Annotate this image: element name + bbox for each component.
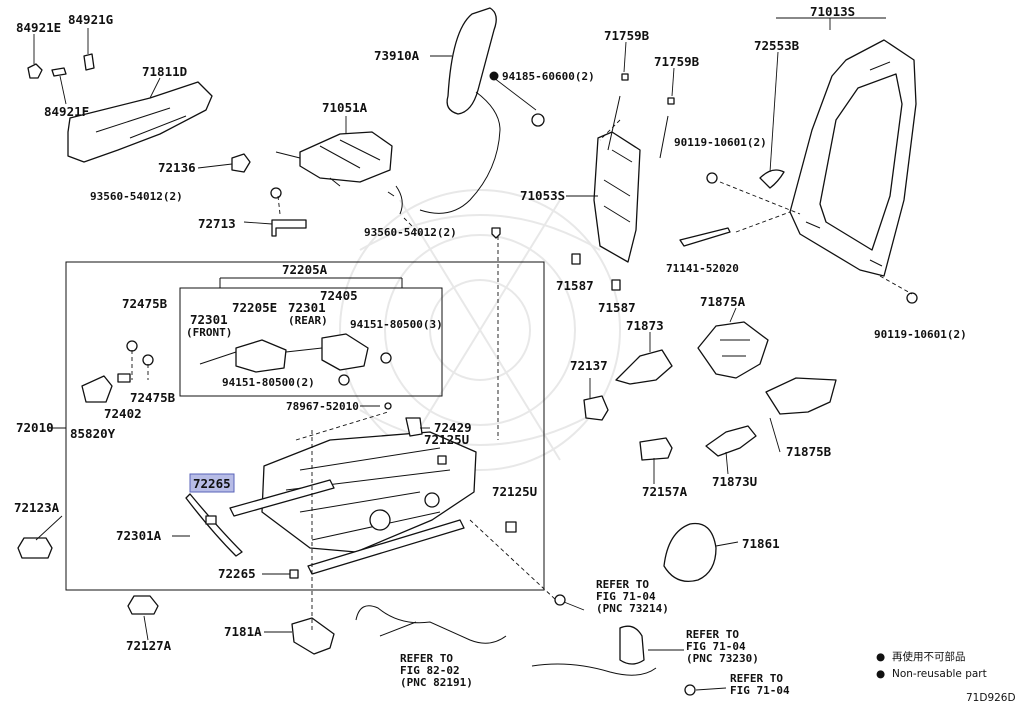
label-72301-front-note: (FRONT): [186, 326, 232, 339]
label-94185-60600[interactable]: 94185-60600(2): [502, 70, 595, 83]
label-73910A[interactable]: 73910A: [374, 48, 420, 63]
legend: ● 再使用不可部品 ● Non-reusable part 71D926D: [876, 650, 1016, 704]
label-84921G[interactable]: 84921G: [68, 12, 113, 27]
legend-text-en: Non-reusable part: [892, 668, 987, 680]
label-72157A[interactable]: 72157A: [642, 484, 688, 499]
watermark: [339, 189, 621, 471]
label-71587-right[interactable]: 71587: [598, 300, 636, 315]
label-71141-52020[interactable]: 71141-52020: [666, 262, 739, 275]
ref-fig-71-04[interactable]: REFER TO FIG 71-04: [730, 672, 790, 697]
label-72125U-top[interactable]: 72125U: [424, 432, 469, 447]
ref-73230[interactable]: REFER TO FIG 71-04 (PNC 73230): [686, 628, 759, 665]
label-71873[interactable]: 71873: [626, 318, 664, 333]
part-shapes: [17, 7, 918, 696]
label-84921E[interactable]: 84921E: [16, 20, 61, 35]
svg-text:FIG 82-02: FIG 82-02: [400, 664, 460, 677]
reference-notes: REFER TO FIG 71-04 (PNC 73214) REFER TO …: [400, 578, 790, 697]
svg-text:(PNC 73214): (PNC 73214): [596, 602, 669, 615]
label-71861[interactable]: 71861: [742, 536, 780, 551]
label-71875B[interactable]: 71875B: [786, 444, 832, 459]
legend-bullet-2: ●: [876, 668, 885, 680]
label-72475B-top[interactable]: 72475B: [122, 296, 168, 311]
label-93560-54012-left[interactable]: 93560-54012(2): [90, 190, 183, 203]
svg-text:(PNC 73230): (PNC 73230): [686, 652, 759, 665]
legend-text-jp: 再使用不可部品: [892, 650, 966, 663]
label-72301-rear[interactable]: 72301: [288, 300, 326, 315]
legend-bullet-1: ●: [876, 651, 885, 663]
label-72429[interactable]: 72429: [434, 420, 472, 435]
label-72125U-bottom[interactable]: 72125U: [492, 484, 537, 499]
label-72123A[interactable]: 72123A: [14, 500, 60, 515]
label-71013S[interactable]: 71013S: [810, 4, 855, 19]
svg-text:FIG 71-04: FIG 71-04: [730, 684, 790, 697]
label-71053S[interactable]: 71053S: [520, 188, 565, 203]
label-94151-80500-2[interactable]: 94151-80500(2): [222, 376, 315, 389]
assembly-72010-box: [65, 261, 545, 591]
label-90119-10601-top[interactable]: 90119-10601(2): [674, 136, 767, 149]
label-84921F[interactable]: 84921F: [44, 104, 89, 119]
label-71875A[interactable]: 71875A: [700, 294, 746, 309]
group-boxes: [65, 261, 545, 591]
label-71759B-left[interactable]: 71759B: [604, 28, 650, 43]
label-71873U[interactable]: 71873U: [712, 474, 757, 489]
label-72713[interactable]: 72713: [198, 216, 236, 231]
label-78967-52010[interactable]: 78967-52010: [286, 400, 359, 413]
label-72553B[interactable]: 72553B: [754, 38, 800, 53]
part-labels: 84921E 84921G 84921F 71811D 73910A 94185…: [14, 4, 967, 653]
label-71051A[interactable]: 71051A: [322, 100, 368, 115]
label-72010[interactable]: 72010: [16, 420, 54, 435]
label-72405[interactable]: 72405: [320, 288, 358, 303]
svg-text:FIG 71-04: FIG 71-04: [686, 640, 746, 653]
label-94151-80500-3[interactable]: 94151-80500(3): [350, 318, 443, 331]
svg-text:(PNC 82191): (PNC 82191): [400, 676, 473, 689]
label-72205A[interactable]: 72205A: [282, 262, 328, 277]
label-85820Y[interactable]: 85820Y: [70, 426, 116, 441]
label-72136[interactable]: 72136: [158, 160, 196, 175]
svg-text:REFER TO: REFER TO: [730, 672, 783, 685]
label-90119-10601-bottom[interactable]: 90119-10601(2): [874, 328, 967, 341]
label-93560-54012-right[interactable]: 93560-54012(2): [364, 226, 457, 239]
svg-text:REFER TO: REFER TO: [596, 578, 649, 591]
label-71759B-right[interactable]: 71759B: [654, 54, 700, 69]
ref-82191[interactable]: REFER TO FIG 82-02 (PNC 82191): [400, 652, 473, 689]
label-72301-rear-note: (REAR): [288, 314, 328, 327]
label-72475B-bottom[interactable]: 72475B: [130, 390, 176, 405]
diagram-code: 71D926D: [966, 692, 1016, 704]
highlight-72265: [189, 473, 235, 493]
label-71811D[interactable]: 71811D: [142, 64, 187, 79]
label-72301-front[interactable]: 72301: [190, 312, 228, 327]
label-72402[interactable]: 72402: [104, 406, 142, 421]
ref-73214[interactable]: REFER TO FIG 71-04 (PNC 73214): [596, 578, 669, 615]
svg-text:REFER TO: REFER TO: [686, 628, 739, 641]
label-7181A[interactable]: 7181A: [224, 624, 262, 639]
label-72301A[interactable]: 72301A: [116, 528, 162, 543]
svg-text:FIG 71-04: FIG 71-04: [596, 590, 656, 603]
label-72205E[interactable]: 72205E: [232, 300, 277, 315]
assembly-72205A-box: [179, 287, 443, 397]
label-72137[interactable]: 72137: [570, 358, 608, 373]
non-reusable-marker: [489, 71, 499, 81]
label-72265[interactable]: 72265: [218, 566, 256, 581]
leader-lines: [33, 17, 913, 691]
svg-text:REFER TO: REFER TO: [400, 652, 453, 665]
label-72127A[interactable]: 72127A: [126, 638, 172, 653]
label-72265-highlighted[interactable]: 72265: [193, 476, 231, 491]
label-71587-left[interactable]: 71587: [556, 278, 594, 293]
